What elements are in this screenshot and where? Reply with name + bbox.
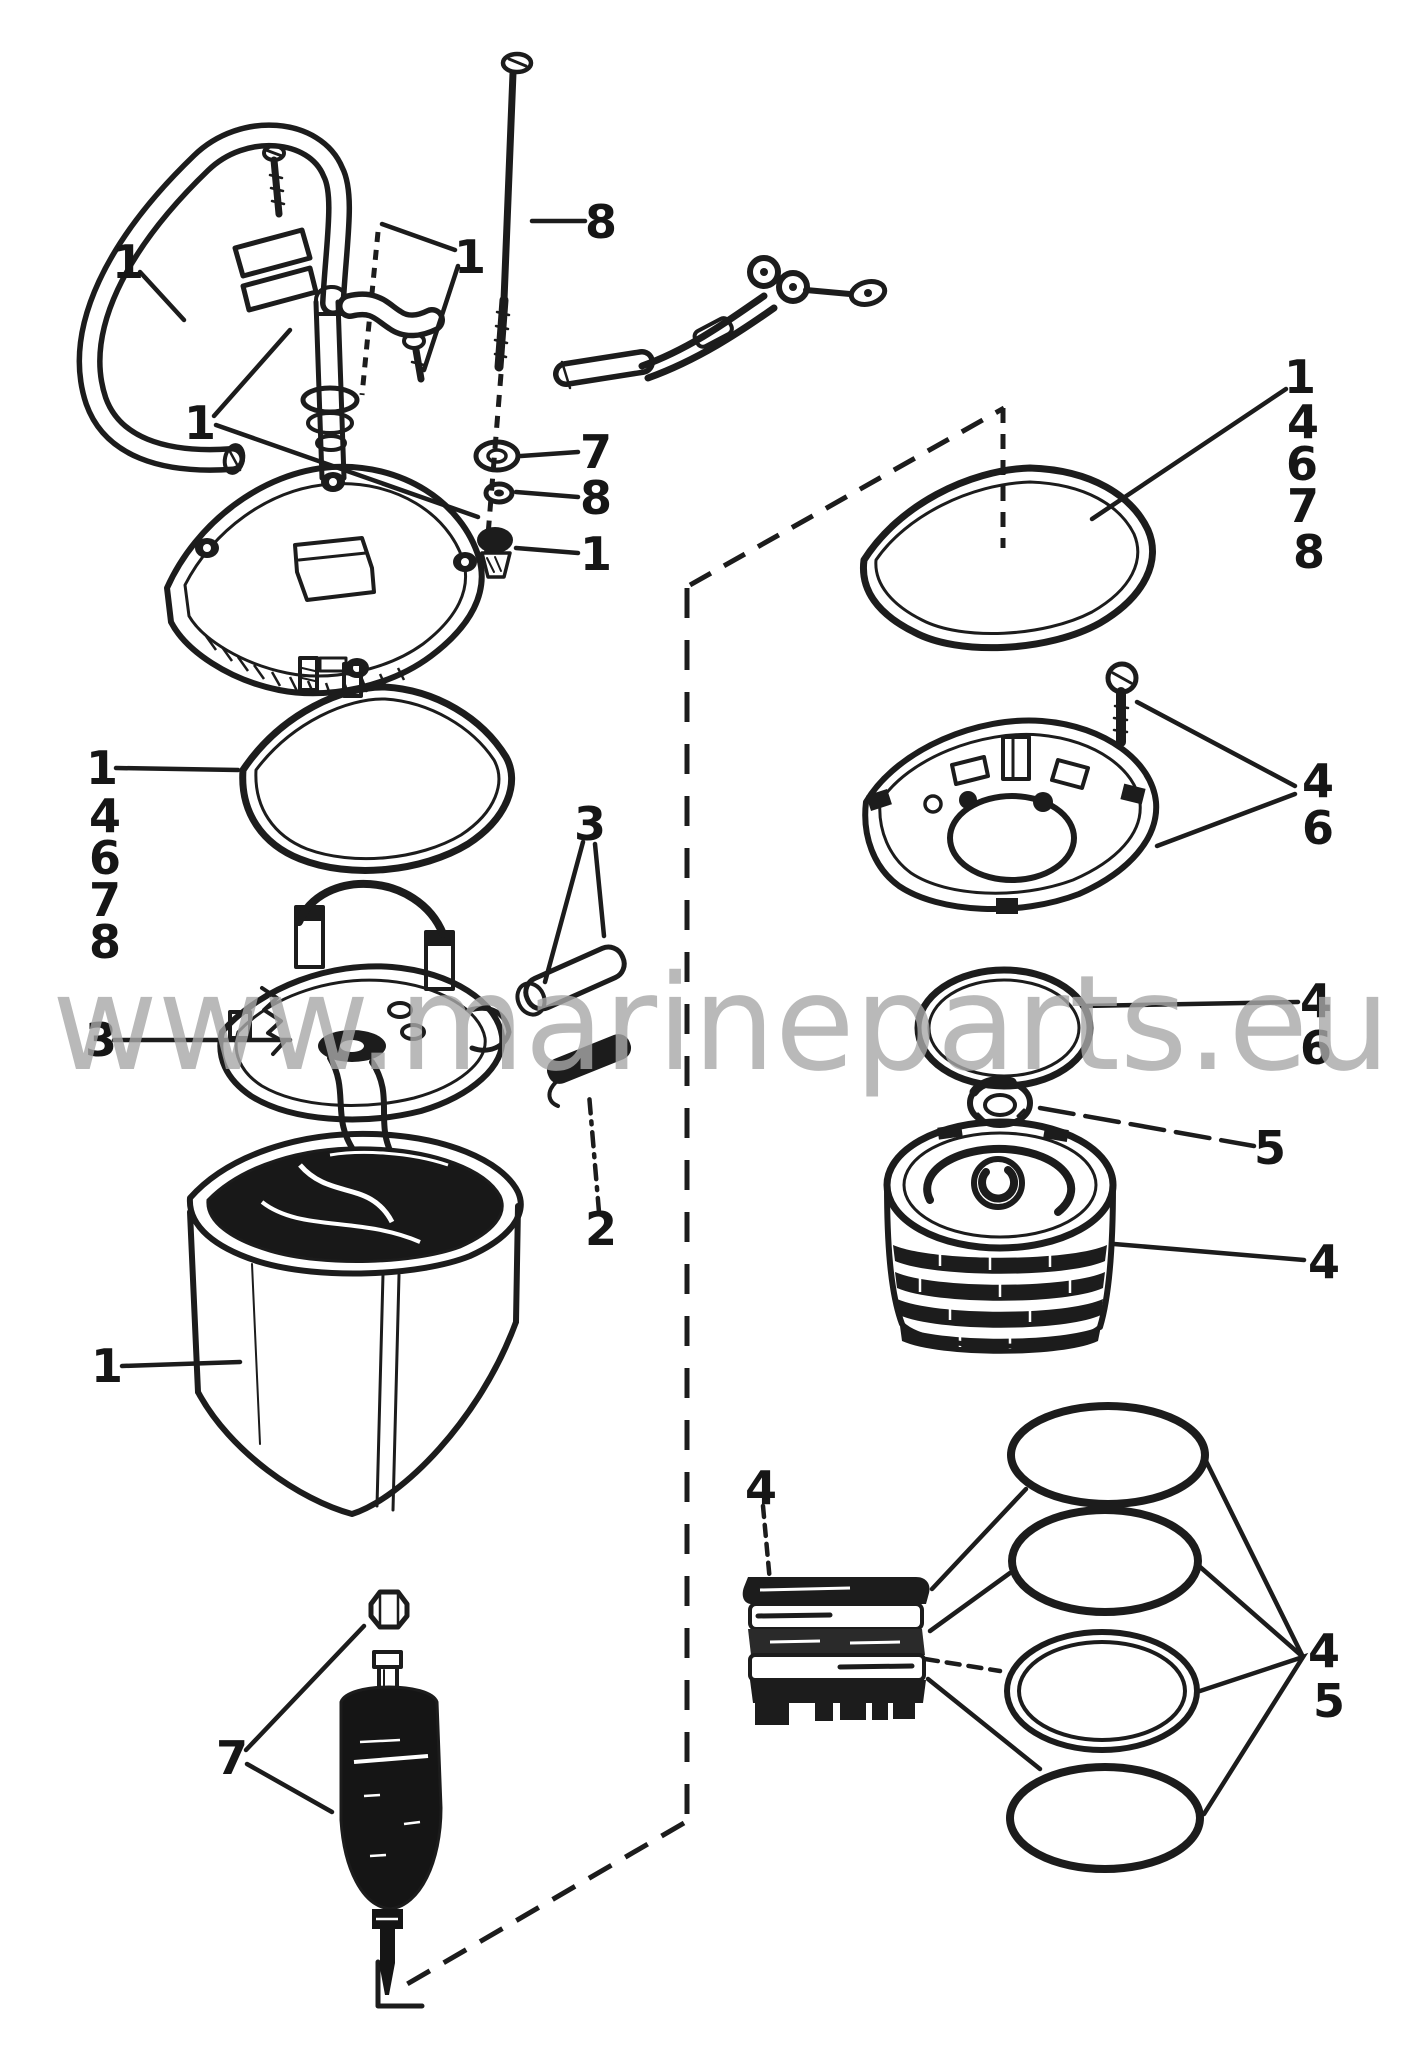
motor-housing (186, 1130, 524, 1517)
pump-hose-assembly (76, 122, 353, 475)
callout-4-drum: 4 (1308, 1235, 1340, 1289)
armature (339, 1650, 443, 1995)
brush-card-stack (742, 1577, 930, 1725)
callout-8-gasket-right: 8 (1293, 525, 1325, 579)
leader-lines (111, 218, 1309, 1817)
callout-4-stack: 4 (745, 1461, 777, 1515)
callout-1-gasket-left: 1 (86, 741, 118, 795)
callout-5-thrust-ring: 5 (1254, 1121, 1286, 1175)
callout-4-o-ring: 4 (1300, 974, 1332, 1028)
callout-3-pins: 3 (574, 797, 606, 851)
callout-8-nut: 8 (580, 471, 612, 525)
callout-6-end-frame: 6 (1302, 801, 1334, 855)
callout-3-plate: 3 (85, 1013, 117, 1067)
pump-gasket-right (859, 464, 1156, 652)
clamp-screw (262, 144, 381, 396)
shaft-nut (368, 1589, 410, 1630)
callout-numbers: 1 8 1 1 7 8 1 1 4 6 7 8 3 3 2 1 7 1 4 6 … (85, 195, 1345, 1785)
end-frame-screw (1105, 661, 1139, 747)
brush-pins (515, 944, 632, 1108)
callout-1-hose: 1 (112, 235, 144, 289)
callout-6-gasket-left: 6 (89, 831, 121, 885)
callout-1-gasket-right: 1 (1284, 350, 1316, 404)
watermark-text: www.marineparts.eu (52, 947, 1390, 1101)
callout-1-housing: 1 (91, 1339, 123, 1393)
callout-1-clamp: 1 (184, 396, 216, 450)
callout-4-rings: 4 (1308, 1624, 1340, 1678)
callout-5-rings: 5 (1313, 1674, 1345, 1728)
callout-7-washer: 7 (580, 425, 612, 479)
callout-4-end-frame: 4 (1302, 754, 1334, 808)
washer-nut-grommet-stack (473, 439, 521, 579)
callout-1-screws: 1 (454, 230, 486, 284)
callout-8-bolt: 8 (585, 195, 617, 249)
pump-gasket-left (239, 656, 516, 874)
callout-4-gasket-left: 4 (89, 789, 121, 843)
hose-clamp-bracket (232, 227, 319, 313)
fold-boundary-lines (375, 405, 1006, 2009)
callout-7-armature: 7 (216, 1731, 248, 1785)
wire-leads-ring-terminals (553, 255, 888, 390)
o-ring-set (1004, 1402, 1209, 1873)
callout-2-brush: 2 (585, 1202, 617, 1256)
callout-7-gasket-left: 7 (89, 873, 121, 927)
callout-8-gasket-left: 8 (89, 915, 121, 969)
end-frame-plate (862, 717, 1160, 914)
cover-screw (402, 332, 426, 383)
commutator-drum (883, 1118, 1117, 1354)
callout-6-gasket-right: 6 (1286, 437, 1318, 491)
callout-6-o-ring: 6 (1300, 1021, 1332, 1075)
callout-7-gasket-right: 7 (1287, 479, 1319, 533)
callout-1-grommet: 1 (580, 527, 612, 581)
pump-shaft-tube (300, 285, 445, 481)
callout-4-gasket-right: 4 (1287, 395, 1319, 449)
